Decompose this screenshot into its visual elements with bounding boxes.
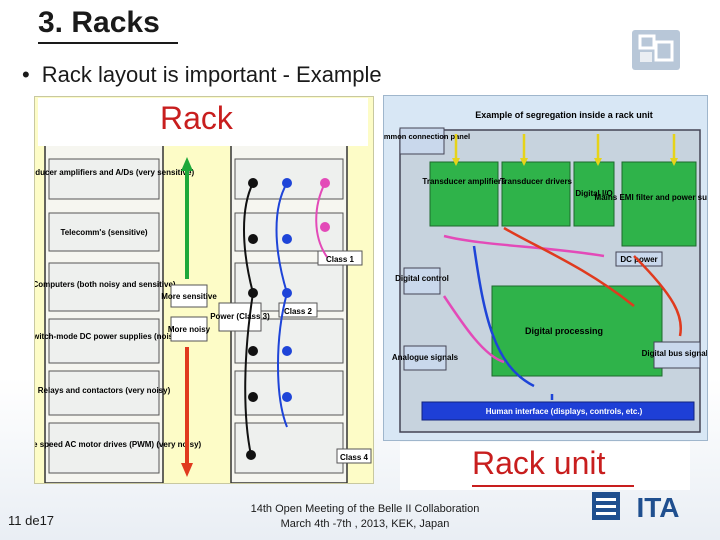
top-right-logo-icon xyxy=(632,30,680,70)
class-4-label: Class 4 xyxy=(340,453,369,462)
signal-arrows xyxy=(442,134,683,400)
digital-io-label: Digital I/O xyxy=(575,189,612,198)
rack-unit-label-background xyxy=(400,442,690,490)
digital-processing-label: Digital processing xyxy=(525,326,603,336)
footer-line-2: March 4th -7th , 2013, KEK, Japan xyxy=(280,518,450,530)
shelf-label-3: Computers (both noisy and sensitive) xyxy=(35,280,176,289)
power-label: Power (Class 3) xyxy=(210,312,270,321)
rack-unit-diagram-svg: Example of segregation inside a rack uni… xyxy=(374,110,720,433)
rack-diagram: Transducer amplifiers and A/Ds (very sen… xyxy=(7,96,374,484)
ita-logo-icon: ITA xyxy=(592,492,680,523)
mains-filter-label: Mains EMI filter and power supply xyxy=(595,193,707,202)
sensitive-arrow-head-icon xyxy=(181,157,193,171)
shelf-label-4: Switch-mode DC power supplies (noisy) xyxy=(35,332,181,341)
bullet-label: Rack layout is important - Example xyxy=(41,62,382,87)
shelf-label-1: Transducer amplifiers and A/Ds (very sen… xyxy=(35,168,194,177)
slide-title: 3. Racks xyxy=(38,6,160,39)
more-noisy-label: More noisy xyxy=(168,325,211,334)
footer-line-1: 14th Open Meeting of the Belle II Collab… xyxy=(250,503,480,515)
bullet-dot-icon: • xyxy=(22,62,30,87)
unit-title: Example of segregation inside a rack uni… xyxy=(475,110,653,120)
ita-logo-text: ITA xyxy=(636,492,679,523)
shelf-boxes xyxy=(48,158,344,474)
transducer-drivers-label: Transducer drivers xyxy=(500,177,573,186)
rack-unit-diagram: Example of segregation inside a rack uni… xyxy=(374,95,720,441)
noisy-arrow-head-icon xyxy=(181,463,193,477)
rear-cables xyxy=(243,182,328,456)
cable-connectors xyxy=(246,178,330,460)
digital-control-label: Digital control xyxy=(395,274,449,283)
rack-unit-label: Rack unit xyxy=(472,445,606,481)
class-2-label: Class 2 xyxy=(284,307,313,316)
class-1-label: Class 1 xyxy=(326,255,355,264)
title-underline xyxy=(38,42,178,44)
rack-unit-underline xyxy=(472,485,634,487)
page-number: 11 de17 xyxy=(8,513,55,528)
shelf-label-6: Variable speed AC motor drives (PWM) (ve… xyxy=(35,440,202,449)
transducer-amplifiers-label: Transducer amplifiers xyxy=(422,177,506,186)
digital-bus-label: Digital bus signals xyxy=(642,349,707,358)
shelf-label-5: Relays and contactors (very noisy) xyxy=(38,386,171,395)
bullet-text: • Rack layout is important - Example xyxy=(22,62,382,88)
common-panel-label: Common connection panel xyxy=(384,132,470,141)
rack-label-background xyxy=(38,98,368,146)
more-sensitive-label: More sensitive xyxy=(161,292,217,301)
footer-conference: 14th Open Meeting of the Belle II Collab… xyxy=(220,502,510,532)
analogue-signals-label: Analogue signals xyxy=(392,353,459,362)
shelf-label-2: Telecomm's (sensitive) xyxy=(60,228,147,237)
rack-diagram-svg: Transducer amplifiers and A/Ds (very sen… xyxy=(7,144,372,484)
human-interface-label: Human interface (displays, controls, etc… xyxy=(486,407,643,416)
rack-label: Rack xyxy=(160,100,233,136)
